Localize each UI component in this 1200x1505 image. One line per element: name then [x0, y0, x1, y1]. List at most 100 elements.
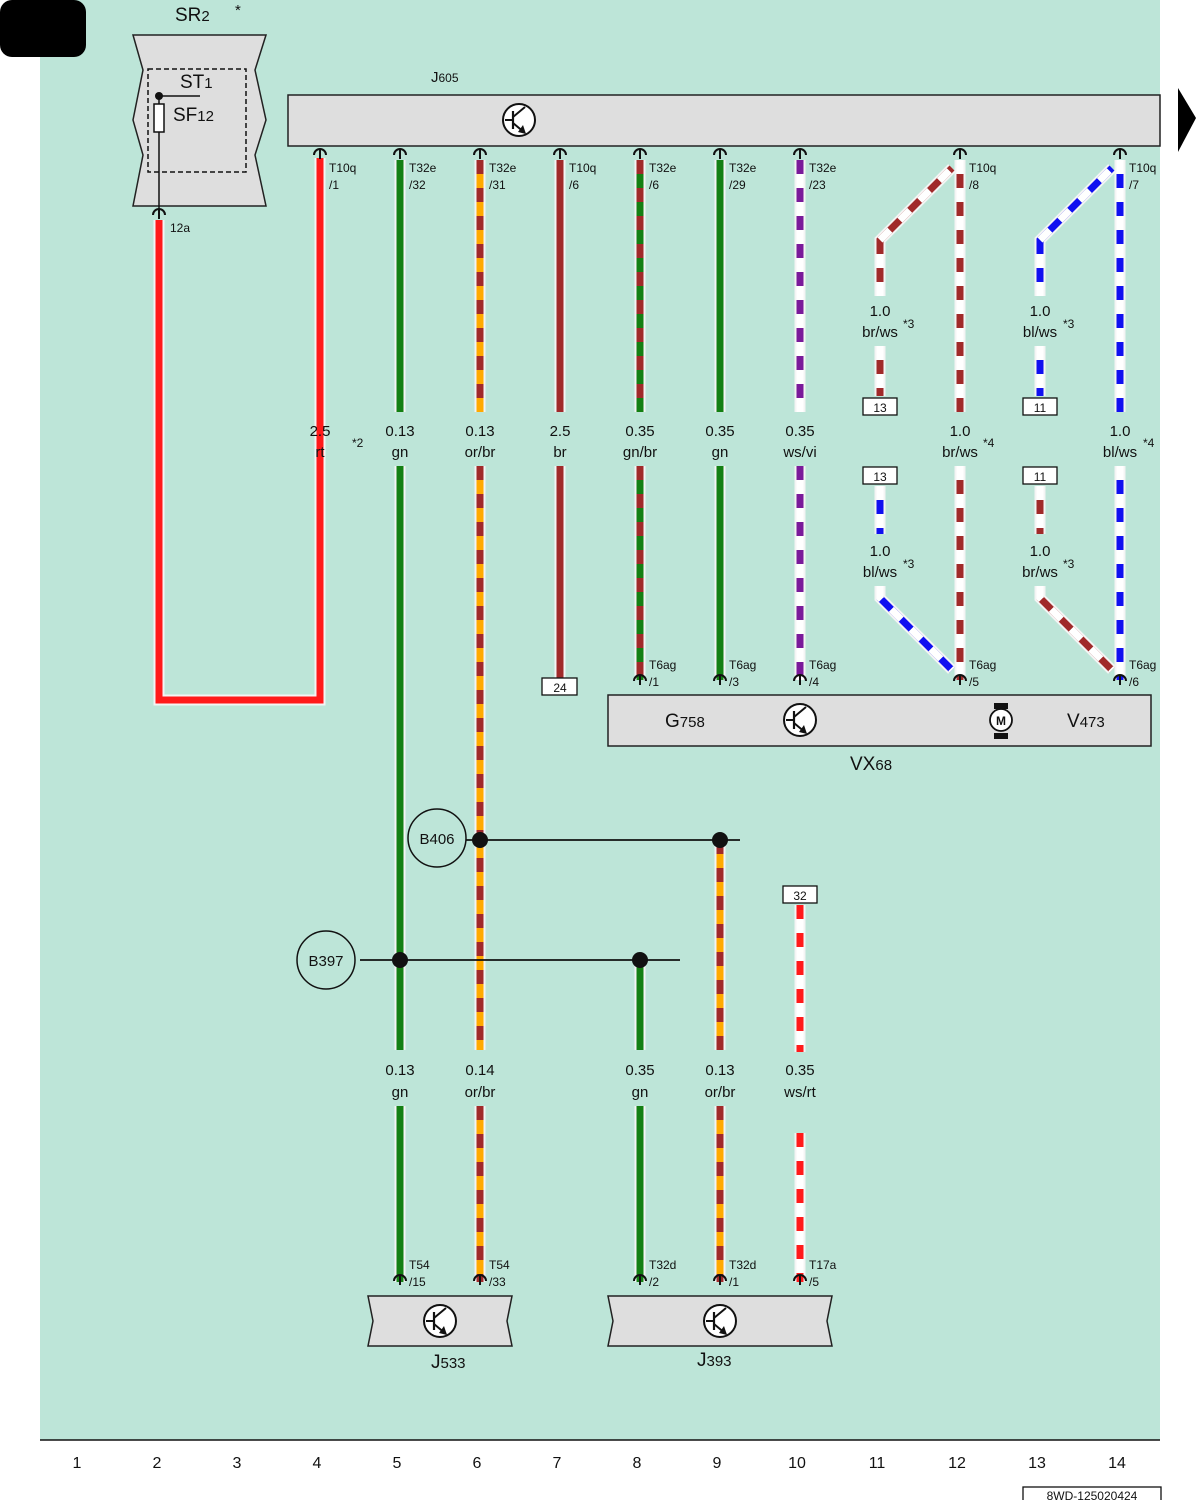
- wire-label-size: 2.5: [550, 423, 571, 440]
- wire-note: *2: [352, 436, 364, 450]
- g758-label: G758: [665, 711, 705, 732]
- wire-label-size: 2.5: [310, 423, 331, 440]
- wire-label-size: 0.13: [385, 1062, 414, 1079]
- connector-label: T54: [409, 1258, 430, 1272]
- connector-label: /6: [649, 178, 659, 192]
- connector-label: /1: [729, 1275, 739, 1289]
- connector-label: T32e: [489, 161, 517, 175]
- connector-pin-icon: [953, 148, 967, 159]
- wire-note: *3: [903, 317, 915, 331]
- v473-label: V473: [1067, 711, 1105, 732]
- j605-control-unit: [287, 94, 1161, 147]
- connector-label: T6ag: [649, 658, 676, 672]
- connector-pin-icon: [953, 674, 967, 685]
- wire-note: *3: [1063, 317, 1075, 331]
- sr2-fuse-carrier: [132, 34, 268, 215]
- wire-label-color: gn: [632, 1084, 649, 1101]
- connector-label: T10q: [969, 161, 996, 175]
- connector-label: T54: [489, 1258, 510, 1272]
- connector-label: /4: [809, 675, 819, 689]
- st1-fuse-strip: [147, 68, 247, 173]
- column-number: 8: [633, 1455, 642, 1472]
- sf12-fuse-icon: [153, 103, 165, 133]
- connector-pin-icon: [553, 148, 567, 159]
- connector-pin-icon: [793, 148, 807, 159]
- connector-pin-icon: [313, 148, 327, 159]
- column-number: 6: [473, 1455, 482, 1472]
- wire-label-size: 0.13: [465, 423, 494, 440]
- connector-pin-icon: [473, 1274, 487, 1285]
- wire-note: *3: [903, 557, 915, 571]
- connector-label: /32: [409, 178, 426, 192]
- wire-label-size: 0.35: [625, 423, 654, 440]
- b397-label: B397: [308, 953, 343, 970]
- pin-12a-label: 12a: [170, 221, 190, 235]
- sr2-star: *: [235, 2, 241, 19]
- wire-label-size: 0.14: [465, 1062, 494, 1079]
- svg-text:M: M: [996, 714, 1006, 728]
- connector-label: /1: [649, 675, 659, 689]
- wire-label-size: 0.13: [705, 1062, 734, 1079]
- connector-label: /31: [489, 178, 506, 192]
- wire-label-size: 0.35: [625, 1062, 654, 1079]
- wire-label-color: gn: [392, 444, 409, 461]
- connector-pin-icon: [713, 148, 727, 159]
- ref-box-label: 13: [873, 401, 887, 415]
- connector-label: T32e: [649, 161, 677, 175]
- ref-box-label: 32: [793, 889, 807, 903]
- connector-label: /33: [489, 1275, 506, 1289]
- connector-label: T6ag: [729, 658, 756, 672]
- connector-pin-icon: [393, 148, 407, 159]
- wire-label-color: or/br: [465, 444, 496, 461]
- ref-box-label: 13: [873, 470, 887, 484]
- connector-label: /23: [809, 178, 826, 192]
- wire-label-size: 1.0: [1030, 303, 1051, 320]
- wire-label-color: gn/br: [623, 444, 657, 461]
- connector-label: T10q: [329, 161, 356, 175]
- connector-pin-icon: [793, 1274, 807, 1285]
- wire-rt: [153, 158, 326, 706]
- wire-label-color: gn: [712, 444, 729, 461]
- column-number: 9: [713, 1455, 722, 1472]
- connector-labels: T10q /1 T32e /32 T32e /31 T10q /6 T32e /…: [329, 161, 1156, 1289]
- wire-br-ws-variant: [874, 164, 956, 296]
- b406-label: B406: [419, 831, 454, 848]
- column-number: 5: [393, 1455, 402, 1472]
- wire-note: *3: [1063, 557, 1075, 571]
- wire-label-size: 0.35: [705, 423, 734, 440]
- wire-label-color: ws/vi: [782, 444, 816, 461]
- wire-label-color: bl/ws: [1103, 444, 1137, 461]
- connector-label: T32e: [409, 161, 437, 175]
- vx68-label: VX68: [850, 754, 892, 775]
- connector-label: T32d: [729, 1258, 756, 1272]
- ref-box-label: 11: [1034, 470, 1047, 484]
- connector-label: /7: [1129, 178, 1139, 192]
- wire-label-color: bl/ws: [1023, 324, 1057, 341]
- pin-layer: [152, 148, 1127, 1285]
- connector-pin-icon: [713, 1274, 727, 1285]
- st1-label: ST1: [180, 72, 213, 93]
- page-tab: [0, 0, 86, 57]
- j605-label: J605: [431, 69, 459, 86]
- connector-label: T6ag: [969, 658, 996, 672]
- connector-label: /6: [1129, 675, 1139, 689]
- connector-pin-icon: [793, 674, 807, 685]
- connector-pin-icon: [152, 208, 166, 219]
- j393-transistor-icon: [703, 1304, 737, 1338]
- wire-label-size: 1.0: [950, 423, 971, 440]
- connector-label: /2: [649, 1275, 659, 1289]
- j533-transistor-icon: [423, 1304, 457, 1338]
- column-number: 4: [313, 1455, 322, 1472]
- connector-pin-icon: [393, 1274, 407, 1285]
- wire-br-ws-variant: [1034, 586, 1116, 674]
- connector-pin-icon: [473, 148, 487, 159]
- j533-label: J533: [431, 1352, 466, 1373]
- wire-label-color: ws/rt: [783, 1084, 816, 1101]
- connector-label: T32e: [729, 161, 757, 175]
- connector-label: /15: [409, 1275, 426, 1289]
- connector-label: /6: [569, 178, 579, 192]
- connector-pin-icon: [633, 148, 647, 159]
